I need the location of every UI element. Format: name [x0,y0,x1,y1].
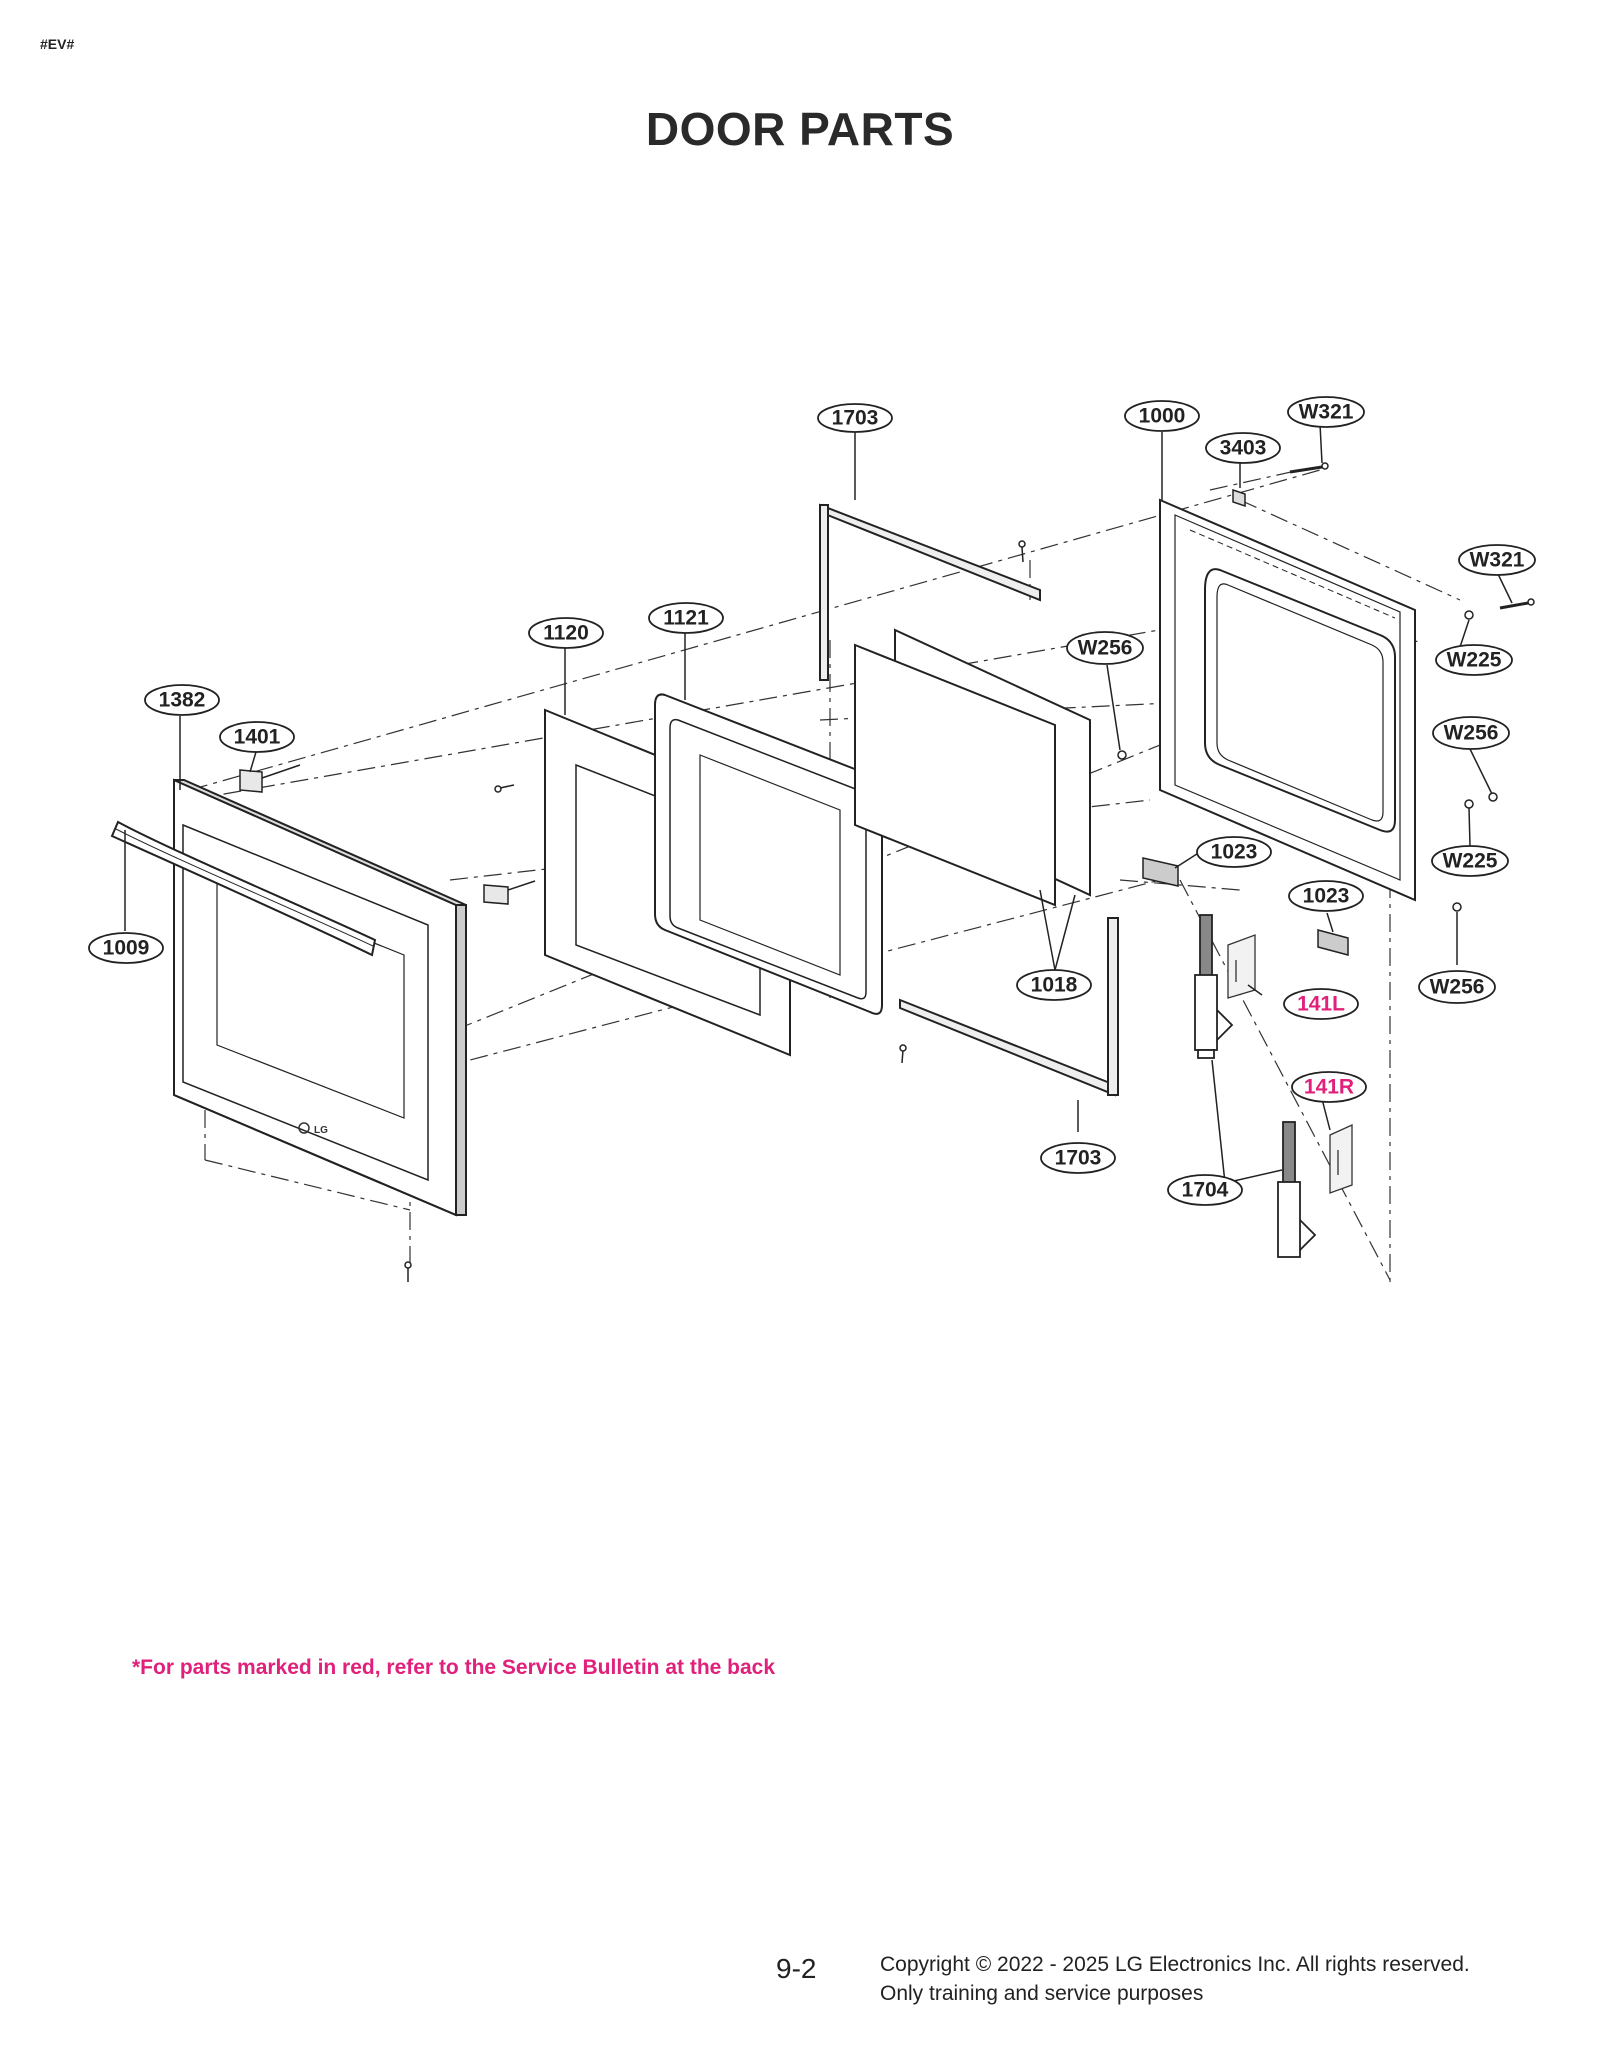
callout-label: 1703 [1055,1147,1102,1170]
callout-ellipse [1283,988,1359,1020]
lg-logo-icon: LG [298,1122,328,1136]
callout-ellipse [648,602,724,634]
callout-1023-a: 1023 [1196,836,1272,868]
callout-W256-a: W256 [1066,631,1144,665]
callout-label: 1120 [543,622,589,645]
callout-3403: 3403 [1205,432,1281,464]
inner-door-1000 [1159,498,1416,902]
callout-ellipse [1016,969,1092,1001]
callout-label: W256 [1078,637,1133,660]
hinge-assembly-1704 [1194,914,1317,1258]
callout-ellipse [1288,880,1364,912]
outer-door-panel [173,778,467,1217]
callout-ellipse [1458,544,1536,576]
callout-ellipse [144,684,220,716]
callout-label: 141L [1297,993,1345,1016]
screw-icon [404,540,1026,1282]
callout-ellipse [1196,836,1272,868]
copyright-notice: Copyright © 2022 - 2025 LG Electronics I… [880,1950,1470,2008]
callout-label: 1401 [234,726,281,749]
service-bulletin-note: *For parts marked in red, refer to the S… [132,1656,776,1679]
callout-label: 1023 [1303,885,1350,908]
callout-W321-b: W321 [1458,544,1536,576]
callout-ellipse [1287,396,1365,428]
callout-1018: 1018 [1016,969,1092,1001]
callout-ellipse [1291,1071,1367,1103]
callout-ellipse [1040,1142,1116,1174]
callout-ellipse [1124,400,1200,432]
callout-ellipse [1418,970,1496,1004]
glass-pane-1018 [854,628,1091,907]
svg-text:LG: LG [314,1125,328,1136]
callout-label: 1121 [663,607,709,630]
callout-label: 1382 [159,689,206,712]
hinge-bracket-1401 [239,764,536,905]
callout-ellipse [1435,644,1513,676]
copyright-line-2: Only training and service purposes [880,1982,1204,2005]
callout-1121: 1121 [648,602,724,634]
copyright-line-1: Copyright © 2022 - 2025 LG Electronics I… [880,1953,1470,1976]
callout-ellipse [1432,716,1510,750]
gasket-strip-1703 [819,503,1119,1097]
callout-ellipse [219,721,295,753]
document-tag: #EV# [40,36,75,52]
callout-W256-c: W256 [1418,970,1496,1004]
callout-label: W321 [1470,549,1525,572]
callout-1703-bottom: 1703 [1040,1142,1116,1174]
hinge-bracket-141R [1329,1123,1353,1194]
callout-1703-top: 1703 [817,403,893,433]
callout-W321-a: W321 [1287,396,1365,428]
callout-1023-b: 1023 [1288,880,1364,912]
callout-ellipse [817,403,893,433]
callout-label: 1704 [1182,1179,1229,1202]
page-title: DOOR PARTS [645,103,955,155]
callout-ellipse [88,932,164,964]
callout-ellipse [1066,631,1144,665]
callout-label: 1018 [1031,974,1078,997]
fastener-parts [1117,462,1535,912]
callout-W256-b: W256 [1432,716,1510,750]
callout-1704: 1704 [1167,1174,1243,1206]
callout-label: 1023 [1211,841,1258,864]
callout-1120: 1120 [528,617,604,649]
callout-ellipse [1431,845,1509,877]
callout-label: W256 [1444,722,1499,745]
callout-W225-a: W225 [1435,644,1513,676]
callout-1382: 1382 [144,684,220,716]
callout-ellipse [1167,1174,1243,1206]
callout-W225-b: W225 [1431,845,1509,877]
callout-ellipse [528,617,604,649]
callout-label: 1703 [832,407,879,430]
page-number: 9-2 [776,1953,817,1984]
callout-141R: 141R [1291,1071,1367,1103]
clip-parts [1142,488,1349,956]
callout-label: W225 [1443,850,1498,873]
callout-label: 1000 [1139,405,1186,428]
door-handle [110,820,377,957]
callout-label: 1009 [103,937,150,960]
callout-leaders [124,423,1513,1184]
callout-1009: 1009 [88,932,164,964]
callout-label: W225 [1447,649,1502,672]
callout-1000: 1000 [1124,400,1200,432]
callout-label: 3403 [1220,437,1267,460]
callout-ellipse [1205,432,1281,464]
callout-label: W321 [1299,401,1354,424]
callout-label: 141R [1304,1076,1354,1099]
callout-label: W256 [1430,976,1485,999]
callout-141L: 141L [1283,988,1359,1020]
hinge-bracket-141L [1227,934,1256,999]
callout-1401: 1401 [219,721,295,753]
